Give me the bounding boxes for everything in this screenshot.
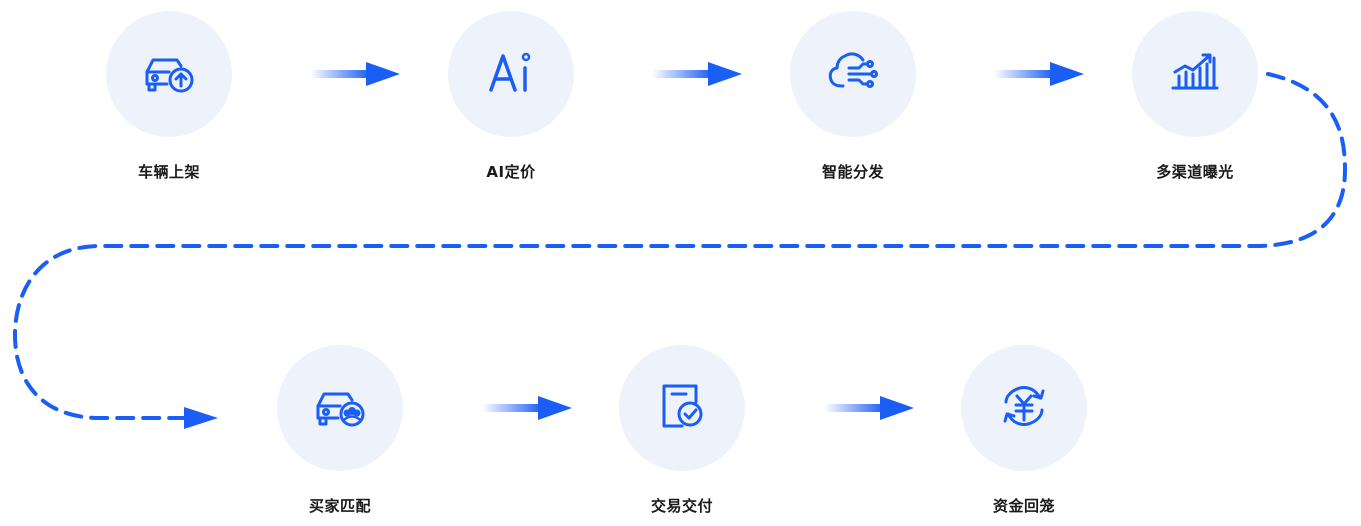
step-transaction-delivery: 交易交付 — [592, 345, 772, 516]
arrow-2-3 — [652, 62, 742, 86]
step-circle — [790, 11, 916, 137]
step-ai-pricing: AI定价 — [421, 11, 601, 182]
cloud-network-icon — [823, 42, 883, 106]
chart-growth-icon — [1165, 42, 1225, 106]
step-circle — [1132, 11, 1258, 137]
step-circle — [448, 11, 574, 137]
step-circle — [619, 345, 745, 471]
step-circle — [106, 11, 232, 137]
car-upload-icon — [139, 42, 199, 106]
arrow-1-2 — [310, 62, 400, 86]
step-label: 资金回笼 — [992, 497, 1055, 515]
step-smart-distribution: 智能分发 — [763, 11, 943, 182]
arrow-3-4 — [994, 62, 1084, 86]
step-label: 交易交付 — [650, 497, 713, 515]
step-circle — [961, 345, 1087, 471]
yuan-cycle-icon — [994, 376, 1054, 440]
dashed-connector-arrowhead — [184, 407, 218, 429]
step-label: AI定价 — [486, 163, 536, 181]
document-check-icon — [652, 376, 712, 440]
arrow-5-6 — [482, 396, 572, 420]
step-vehicle-listing: 车辆上架 — [79, 11, 259, 182]
car-buyers-icon — [310, 376, 370, 440]
step-label: 智能分发 — [821, 163, 884, 181]
step-circle — [277, 345, 403, 471]
ai-icon — [481, 42, 541, 106]
arrow-6-7 — [824, 396, 914, 420]
step-label: 多渠道曝光 — [1156, 163, 1234, 181]
step-multichannel-exposure: 多渠道曝光 — [1105, 11, 1285, 182]
step-fund-recovery: 资金回笼 — [934, 345, 1114, 516]
step-label: 车辆上架 — [137, 163, 200, 181]
step-buyer-matching: 买家匹配 — [250, 345, 430, 516]
step-label: 买家匹配 — [308, 497, 371, 515]
dashed-connector — [12, 72, 1348, 420]
